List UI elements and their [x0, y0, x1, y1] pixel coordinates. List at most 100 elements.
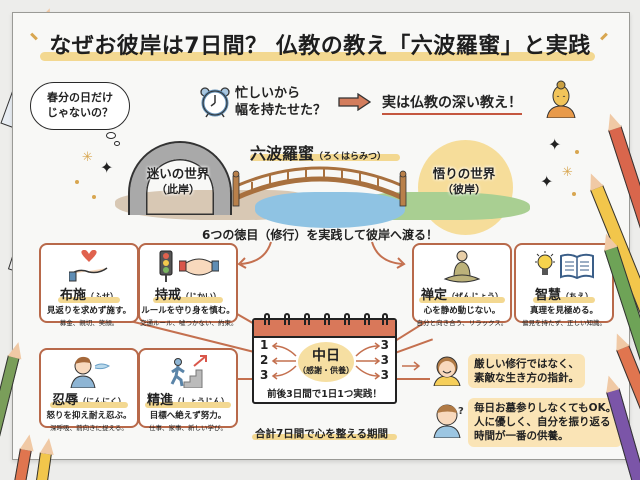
virtue-examples: 仕事、家事、新しい学び。: [149, 424, 227, 433]
advice-1-line-1: 厳しい修行ではなく、: [474, 358, 579, 370]
virtue-name: 禅定（ぜんじょう）: [418, 288, 505, 304]
virtue-examples: 自分と向き合う、リラックス。: [416, 319, 508, 328]
virtue-card-fuse: 布施（ふせ） 見返りを求めず施す。 募金、親切、笑顔。: [39, 243, 139, 327]
calendar-ring: [264, 313, 270, 325]
connector-line: [395, 378, 430, 380]
virtue-name: 忍辱（にんにく）: [50, 393, 128, 409]
curved-arrow-right-icon: [368, 240, 408, 270]
dot: [575, 150, 579, 154]
busy-line-1: 忙しいから: [235, 86, 301, 101]
middle-day-label: 中日: [312, 348, 340, 364]
advice-2-line-1: 毎日お墓参りしなくてもOK。: [474, 402, 617, 414]
traffic-light-handshake-icon: [140, 248, 236, 284]
virtue-card-jikai: 持戒（じかい） ルールを守り身を慎む。 交通ルール、嘘つかない、約束。: [138, 243, 238, 327]
buddha-icon: [545, 80, 577, 119]
advice-bubble-2: 毎日お墓参りしなくてもOK。 人に優しく、自分を振り返る 時間が一番の供養。: [468, 398, 623, 447]
calendar-ring: [344, 313, 350, 325]
calendar-ring: [364, 313, 370, 325]
other-shore-sub: （彼岸）: [442, 182, 486, 196]
wooden-bridge-icon: [232, 158, 407, 208]
small-arrow-icon: [402, 357, 422, 371]
virtue-card-ninniku: 忍辱（にんにく） 怒りを抑え耐え忍ぶ。 深呼吸、前向きに捉える。: [39, 348, 139, 432]
sparkle-icon: ✦: [100, 158, 114, 177]
left-arrows-icon: [270, 342, 298, 380]
bridge-title-text: 六波羅蜜: [250, 144, 315, 163]
heart-hand-icon: [41, 248, 137, 284]
day-number-right-1: 3: [380, 338, 389, 352]
busy-line-2: 幅を持たせた？: [235, 102, 327, 118]
busy-text: 忙しいから 幅を持たせた？: [235, 86, 326, 120]
virtue-description: 怒りを抑え耐え忍ぶ。: [46, 411, 132, 422]
thinking-man-icon: ?: [432, 402, 466, 439]
right-arrows-icon: [354, 342, 382, 380]
curved-arrow-left-icon: [235, 240, 275, 270]
sparkle-icon: ✳: [562, 165, 573, 180]
breathing-person-icon: [41, 353, 137, 389]
bridge-title-highlight: [250, 154, 400, 161]
title-highlight: [40, 52, 595, 61]
advice-bubble-1: 厳しい修行ではなく、 素敵な生き方の指針。: [468, 354, 585, 389]
virtue-card-shoujin: 精進（しょうじん） 目標へ絶えず努力。 仕事、家事、新しい学び。: [138, 348, 238, 432]
river: [255, 192, 405, 228]
day-number-right-2: 3: [380, 353, 389, 367]
virtue-description: 真理を見極める。: [529, 306, 598, 317]
advice-1-line-2: 素敵な生き方の指針。: [474, 372, 579, 385]
sub-heading: 6つの徳目（修行）を実践して彼岸へ渡る！: [202, 228, 438, 242]
virtue-name: 持戒（じかい）: [152, 288, 223, 304]
calendar-ring: [284, 313, 290, 325]
thought-puff: [114, 141, 120, 146]
virtue-examples: 募金、親切、笑顔。: [59, 319, 119, 328]
lightbulb-book-icon: [516, 248, 612, 284]
virtue-card-chie: 智慧（ちえ） 真理を見極める。 偏見を持たず、正しい知識。: [514, 243, 614, 327]
total-caption: 合計7日間で心を整える期間: [255, 428, 388, 440]
middle-day-badge: 中日 （感謝・供養）: [298, 342, 354, 382]
question-line-2: じゃないの？: [47, 106, 113, 119]
virtue-examples: 深呼吸、前向きに捉える。: [50, 424, 128, 433]
thought-puff: [106, 132, 116, 139]
sparkle-icon: ✦: [540, 172, 554, 191]
virtue-name: 智慧（ちえ）: [532, 288, 595, 304]
meditation-icon: [414, 248, 510, 284]
calendar-ring: [382, 313, 388, 325]
middle-day-sub: （感謝・供養）: [298, 366, 354, 375]
virtue-examples: 偏見を持たず、正しい知識。: [521, 319, 607, 328]
total-highlight: [252, 434, 397, 440]
sparkle-icon: ✦: [548, 135, 562, 154]
dot: [92, 195, 96, 199]
this-shore-label: 迷いの世界 （此岸）: [138, 166, 218, 198]
other-shore-name: 悟りの世界: [432, 166, 496, 181]
this-shore-sub: （此岸）: [156, 182, 200, 196]
virtue-name: 精進（しょうじん）: [144, 393, 231, 409]
virtue-name: 布施（ふせ）: [57, 288, 120, 304]
virtue-examples: 交通ルール、嘘つかない、約束。: [140, 319, 238, 328]
virtue-description: ルールを守り身を慎む。: [141, 306, 235, 317]
dot: [75, 180, 79, 184]
right-arrow-icon: [338, 92, 372, 112]
answer-text: 実は仏教の深い教え！: [382, 92, 522, 115]
sparkle-icon: ✳: [82, 150, 93, 165]
virtue-description: 心を静め動じない。: [423, 306, 501, 317]
virtue-description: 見返りを求めず施す。: [46, 306, 132, 317]
other-shore-label: 悟りの世界 （彼岸）: [424, 166, 504, 198]
virtue-description: 目標へ絶えず努力。: [149, 411, 227, 422]
question-thought-cloud: 春分の日だけ じゃないの？: [30, 82, 130, 130]
virtue-card-zenjou: 禅定（ぜんじょう） 心を静め動じない。 自分と向き合う、リラックス。: [412, 243, 512, 327]
day-number-left-2: 2: [260, 353, 269, 367]
smiling-woman-icon: [432, 354, 462, 387]
advice-2-line-3: 時間が一番の供養。: [474, 430, 569, 443]
page-title: なぜお彼岸は7日間？ 仏教の教え「六波羅蜜」と実践: [49, 34, 591, 59]
this-shore-name: 迷いの世界: [146, 166, 210, 181]
calendar-footer: 前後3日間で1日1つ実践！: [267, 389, 382, 400]
question-line-1: 春分の日だけ: [47, 91, 113, 105]
bridge-title-reading: （ろくはらみつ）: [314, 152, 387, 162]
alarm-clock-icon: [199, 86, 231, 118]
advice-2-line-2: 人に優しく、自分を振り返る: [474, 416, 611, 429]
svg-text:?: ?: [458, 406, 464, 417]
connector-line: [232, 378, 254, 380]
day-number-left-3: 3: [260, 368, 269, 382]
day-number-right-3: 3: [380, 368, 389, 382]
calendar-ring: [324, 313, 330, 325]
calendar: 1 2 3 3 3 3 中日 （感謝・供養） 前後3日間で1日1つ実践！: [252, 313, 397, 404]
dot: [572, 192, 576, 196]
day-number-left-1: 1: [260, 338, 269, 352]
